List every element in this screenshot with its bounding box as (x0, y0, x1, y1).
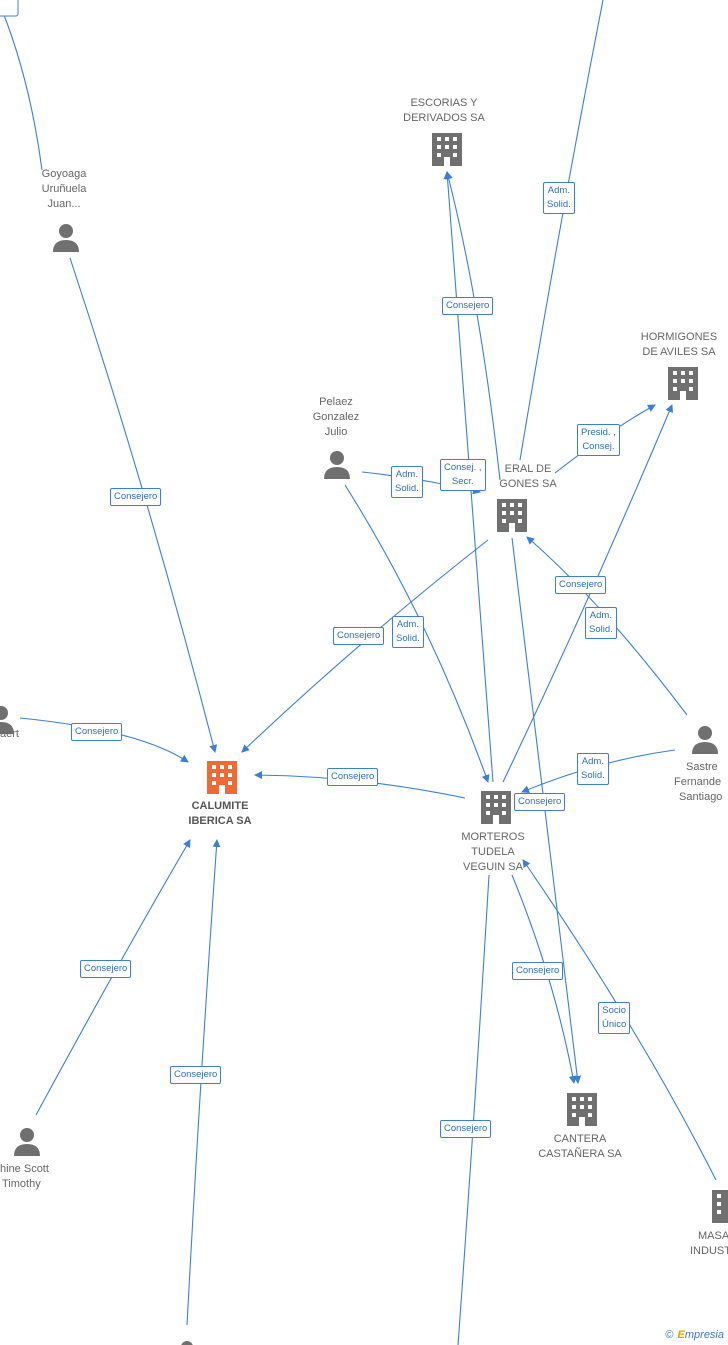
building-icon (432, 133, 462, 166)
building-icon (481, 791, 511, 824)
relation-label[interactable]: Consejero (442, 297, 494, 315)
brand-initial: E (677, 1329, 685, 1341)
relation-label[interactable]: Consej. ,Secr. (440, 459, 486, 491)
person-icon (181, 1341, 193, 1345)
edge-top-left (1, 9, 43, 171)
relation-label[interactable]: Consejero (71, 723, 123, 741)
relation-label[interactable]: Presid. ,Consej. (577, 424, 620, 456)
edge-general-escorias (444, 171, 501, 481)
relation-label[interactable]: Adm.Solid. (577, 753, 609, 785)
relation-label[interactable]: Consejero (80, 960, 132, 978)
person-icon (692, 726, 718, 754)
relation-label[interactable]: Consejero (555, 576, 607, 594)
edge-general-calumite (241, 539, 489, 753)
relation-label[interactable]: Adm.Solid. (585, 607, 617, 639)
person-icon (324, 451, 350, 479)
relation-label[interactable]: Consejero (327, 768, 379, 786)
building-icon-focus (207, 761, 237, 794)
node-label-left-person[interactable]: aert (0, 728, 19, 740)
relation-label[interactable]: Consejero (512, 962, 564, 980)
person-icon (53, 224, 79, 252)
offscreen-node-box (0, 0, 19, 17)
edge-topright-general (519, 0, 604, 461)
edge-morteros-bottom (457, 874, 490, 1345)
brand-name: mpresia (684, 1329, 724, 1341)
relation-label[interactable]: Consejero (440, 1120, 492, 1138)
relation-label[interactable]: Consejero (110, 488, 162, 506)
relation-label[interactable]: Consejero (514, 793, 566, 811)
relation-label[interactable]: Adm.Solid. (391, 466, 423, 498)
building-icon (668, 367, 698, 400)
person-icon (0, 706, 14, 734)
relation-label[interactable]: Consejero (333, 627, 385, 645)
building-icon (712, 1190, 728, 1223)
relation-label[interactable]: Adm.Solid. (392, 616, 424, 648)
building-icon (497, 499, 527, 532)
person-icon (14, 1128, 40, 1156)
relation-label[interactable]: Adm.Solid. (543, 182, 575, 214)
copyright-icon: © (665, 1329, 674, 1341)
building-icon (567, 1093, 597, 1126)
relation-label[interactable]: Consejero (170, 1066, 222, 1084)
empresia-logo[interactable]: ©Empresia (665, 1329, 724, 1341)
